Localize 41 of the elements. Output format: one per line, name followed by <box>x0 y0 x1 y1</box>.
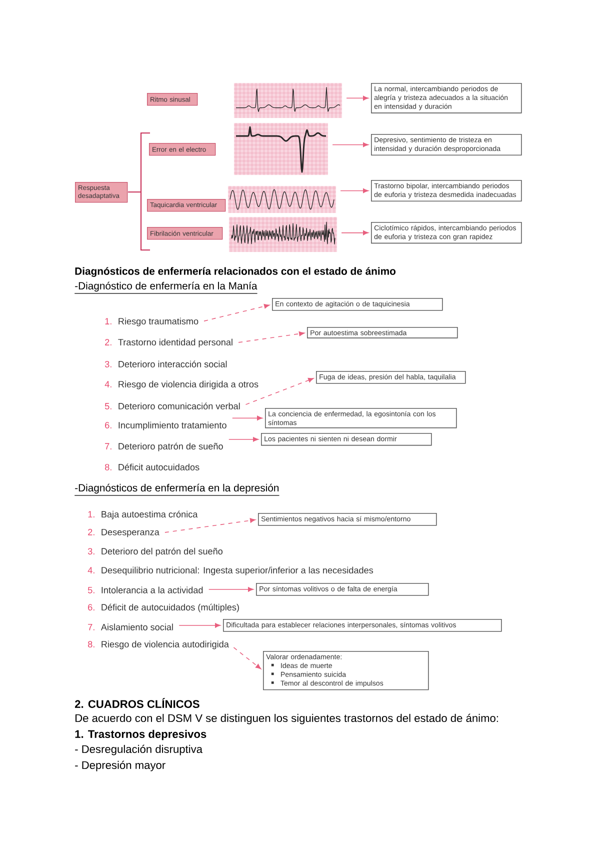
arrow <box>340 188 369 194</box>
arrow <box>332 142 369 148</box>
arrow <box>341 230 369 236</box>
list-item: 3. Deterioro interacción social <box>104 360 227 368</box>
heading: -Diagnósticos de enfermería en la depresión <box>74 484 280 496</box>
list-item: 3. Deterioro del patrón del sueño <box>88 548 222 556</box>
arrow <box>233 647 262 670</box>
ecg-strip-drawing <box>228 186 336 214</box>
heading: 1. Trastornos depresivos <box>75 730 206 740</box>
list-item: 4. Desequilibrio nutricional: Ingesta superior/inferior a las necesidades <box>88 566 374 576</box>
ecg-strip-drawing <box>234 82 342 118</box>
ecg-strip-drawing <box>228 216 338 252</box>
list-item: 8. Déficit autocuidados <box>105 464 200 470</box>
arrow <box>208 587 254 592</box>
heading: Diagnósticos de enfermería relacionados con el estado de ánimo <box>75 267 396 277</box>
arrow <box>228 437 259 442</box>
arrow <box>204 304 270 322</box>
heading: -Diagnóstico de enfermería en la Manía <box>74 282 258 294</box>
arrow <box>245 378 314 405</box>
paragraph-text: - Depresión mayor <box>75 760 166 772</box>
paragraph-text: - Desregulación disruptiva <box>75 744 202 756</box>
list-item: 5. Intolerancia a la actividad <box>88 586 203 594</box>
list-item: 2. Desesperanza <box>88 528 160 538</box>
arrow <box>346 96 369 100</box>
list-item: 8. Riesgo de violencia autodirigida <box>88 640 229 650</box>
heading: 2. CUADROS CLÍNICOS <box>74 698 200 708</box>
list-item: 7. Aislamiento social <box>88 624 173 630</box>
arrow <box>232 416 263 420</box>
list-item: 5. Deterioro comunicación verbal <box>104 402 240 410</box>
list-item: 4. Riesgo de violencia dirigida a otros <box>104 380 258 390</box>
arrow <box>238 331 305 343</box>
arrow <box>178 623 221 628</box>
list-item: 7. Deterioro patrón de sueño <box>105 442 223 452</box>
list-item: 2. Trastorno identidad personal <box>105 338 232 348</box>
list-item: 6. Déficit de autocuidados (múltiples) <box>88 604 239 612</box>
list-item: 1. Baja autoestima crónica <box>88 510 198 520</box>
ecg-strip-drawing <box>234 122 328 176</box>
list-item: 6. Incumplimiento tratamiento <box>105 422 226 430</box>
paragraph-text: De acuerdo con el DSM V se distinguen los siguientes trastornos del estado de ánimo: <box>76 714 498 724</box>
list-item: 1. Riesgo traumatismo <box>105 318 198 326</box>
arrow <box>164 518 256 533</box>
